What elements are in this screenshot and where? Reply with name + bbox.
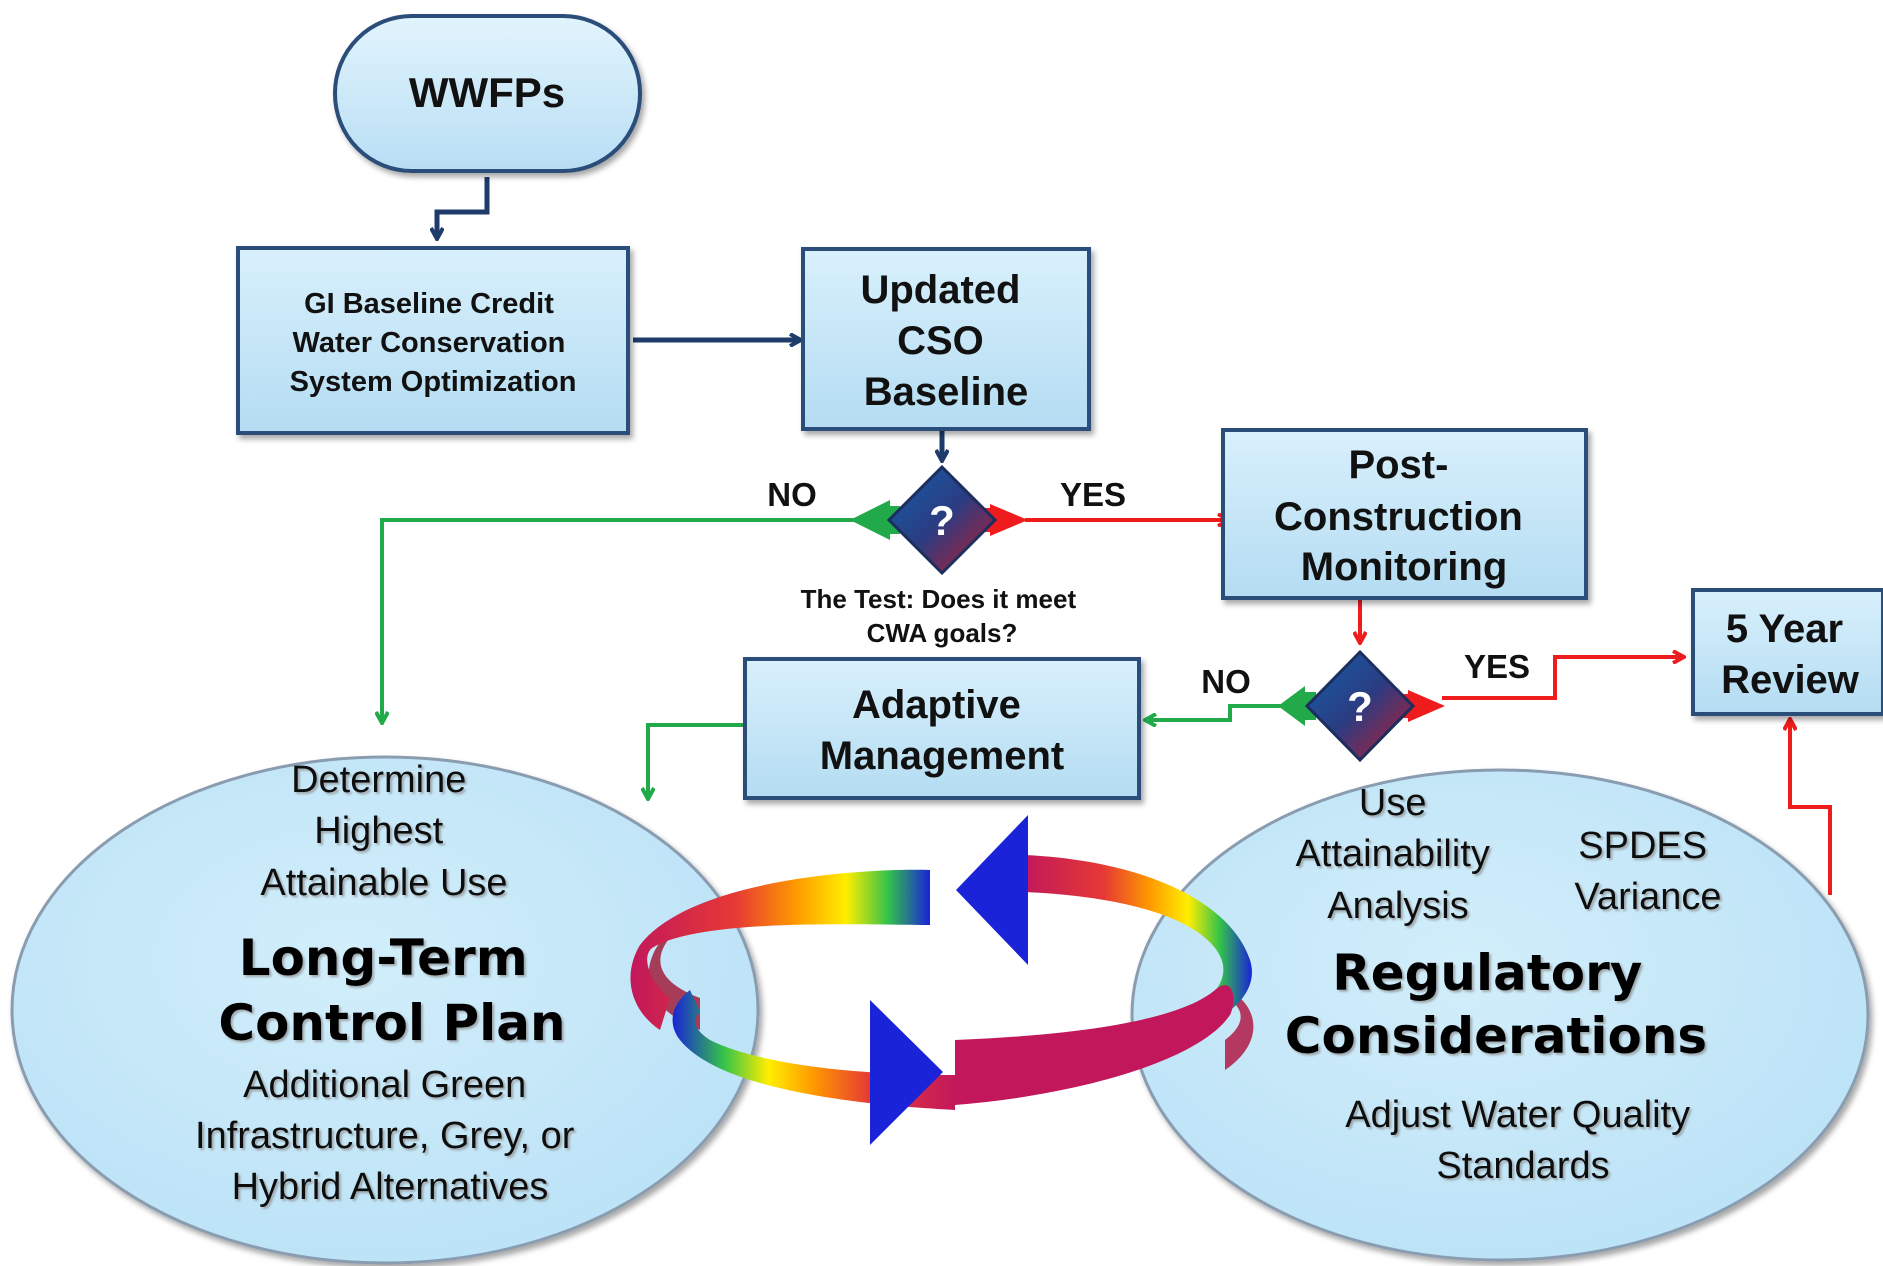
regulatory-ellipse <box>1130 768 1870 1262</box>
arrow-test2-no-to-adaptive <box>1146 704 1302 720</box>
ltcp-title: Long-Term Control Plan <box>218 929 565 1052</box>
ltcp-bottom-line-3: Hybrid Alternatives <box>232 1166 549 1208</box>
regulatory-title-line-1: Regulatory <box>1332 944 1642 1002</box>
decision-2-no-arrowhead <box>1278 686 1316 726</box>
five-year-review-line-1: 5 Year <box>1726 607 1843 651</box>
baseline-credit-line-1: GI Baseline Credit <box>304 288 554 320</box>
cycle-arrow-top <box>630 869 930 1030</box>
baseline-credit-line-3: System Optimization <box>290 366 577 398</box>
cycle-arrow-top-right <box>1024 855 1252 1016</box>
updated-cso-line-2: CSO <box>897 319 984 363</box>
ltcp-title-line-1: Long-Term <box>239 929 528 987</box>
spdes-line-1: SPDES <box>1578 825 1707 867</box>
arrow-regulatory-to-review <box>1790 720 1832 895</box>
baseline-credit-node <box>236 246 630 435</box>
arrow-test1-no-to-ltcp <box>382 518 890 722</box>
regulatory-bottom-line-2: Standards <box>1436 1145 1609 1187</box>
cycle-arrow-bottom-right <box>955 985 1234 1105</box>
red-connectors <box>1025 520 1832 895</box>
five-year-review-label: 5 Year Review <box>1721 607 1860 702</box>
baseline-credit-line-2: Water Conservation <box>293 327 566 359</box>
regulatory-bottom-line-1: Adjust Water Quality <box>1345 1094 1690 1136</box>
post-construction-node <box>1221 428 1588 600</box>
post-construction-line-1: Post- <box>1348 443 1448 487</box>
five-year-review-line-2: Review <box>1721 658 1860 702</box>
ltcp-top-line-1: Determine <box>291 759 466 801</box>
green-connectors <box>382 518 1302 798</box>
updated-cso-node <box>801 247 1091 431</box>
cycle-arrows-icon <box>630 815 1254 1145</box>
regulatory-bottom-text: Adjust Water Quality Standards <box>1345 1094 1701 1187</box>
decision-1-symbol: ? <box>929 497 955 544</box>
decision-1-caption-line-1: The Test: Does it meet <box>801 584 1077 614</box>
post-construction-line-2: Construction <box>1274 495 1523 539</box>
uaa-line-3: Analysis <box>1327 885 1469 927</box>
navy-connectors <box>437 177 942 460</box>
adaptive-management-label: Adaptive Management <box>820 683 1065 778</box>
decision-1-caption-line-2: CWA goals? <box>867 618 1018 648</box>
adaptive-management-node <box>743 657 1141 800</box>
decision-1-yes-label: YES <box>1060 476 1126 513</box>
arrow-test2-yes-to-review <box>1442 657 1683 700</box>
ltcp-top-line-3: Attainable Use <box>260 862 507 904</box>
ltcp-bottom-line-1: Additional Green <box>243 1064 526 1106</box>
spdes-line-2: Variance <box>1574 876 1721 918</box>
cycle-ring-back-right <box>1225 990 1254 1070</box>
decision-1 <box>850 464 1028 576</box>
adaptive-management-line-1: Adaptive <box>852 683 1021 727</box>
updated-cso-line-3: Baseline <box>864 370 1029 414</box>
wwfps-node <box>333 14 642 173</box>
cycle-arrow-top-head <box>956 815 1028 965</box>
decision-1-yes-arrowhead <box>980 504 1028 536</box>
adaptive-management-line-2: Management <box>820 734 1065 778</box>
spdes-text: SPDES Variance <box>1574 825 1721 918</box>
decision-2-no-label: NO <box>1201 663 1251 700</box>
decision-1-no-arrowhead <box>850 500 900 540</box>
decision-2-diamond <box>1304 649 1416 763</box>
decision-2 <box>1278 649 1445 763</box>
regulatory-title: Regulatory Considerations <box>1285 944 1707 1065</box>
ltcp-bottom-line-2: Infrastructure, Grey, or <box>195 1115 575 1157</box>
ltcp-ellipse <box>10 755 760 1265</box>
uaa-text: Use Attainability Analysis <box>1296 782 1501 927</box>
baseline-credit-label: GI Baseline Credit Water Conservation Sy… <box>290 288 577 398</box>
decision-1-no-label: NO <box>767 476 817 513</box>
regulatory-title-line-2: Considerations <box>1285 1007 1707 1065</box>
ltcp-top-line-2: Highest <box>314 810 443 852</box>
arrow-wwfps-to-baseline <box>437 177 490 238</box>
decision-1-diamond <box>886 464 998 576</box>
decision-2-yes-arrowhead <box>1398 690 1445 722</box>
ltcp-top-text: Determine Highest Attainable Use <box>260 759 507 904</box>
cycle-arrow-bottom-head <box>870 1000 943 1145</box>
post-construction-label: Post- Construction Monitoring <box>1274 443 1534 589</box>
updated-cso-label: Updated CSO Baseline <box>860 268 1031 414</box>
decision-2-yes-label: YES <box>1464 648 1530 685</box>
wwfps-label: WWFPs <box>409 69 565 116</box>
updated-cso-line-1: Updated <box>860 268 1020 312</box>
uaa-line-1: Use <box>1359 782 1427 824</box>
arrow-adaptive-to-ltcp <box>648 723 745 798</box>
ltcp-title-line-2: Control Plan <box>218 994 565 1052</box>
decision-1-caption: The Test: Does it meet CWA goals? <box>801 584 1084 648</box>
decision-2-symbol: ? <box>1347 683 1373 730</box>
five-year-review-node <box>1691 588 1883 716</box>
uaa-line-2: Attainability <box>1296 833 1490 875</box>
post-construction-line-3: Monitoring <box>1301 545 1508 589</box>
ltcp-bottom-text: Additional Green Infrastructure, Grey, o… <box>195 1064 585 1208</box>
